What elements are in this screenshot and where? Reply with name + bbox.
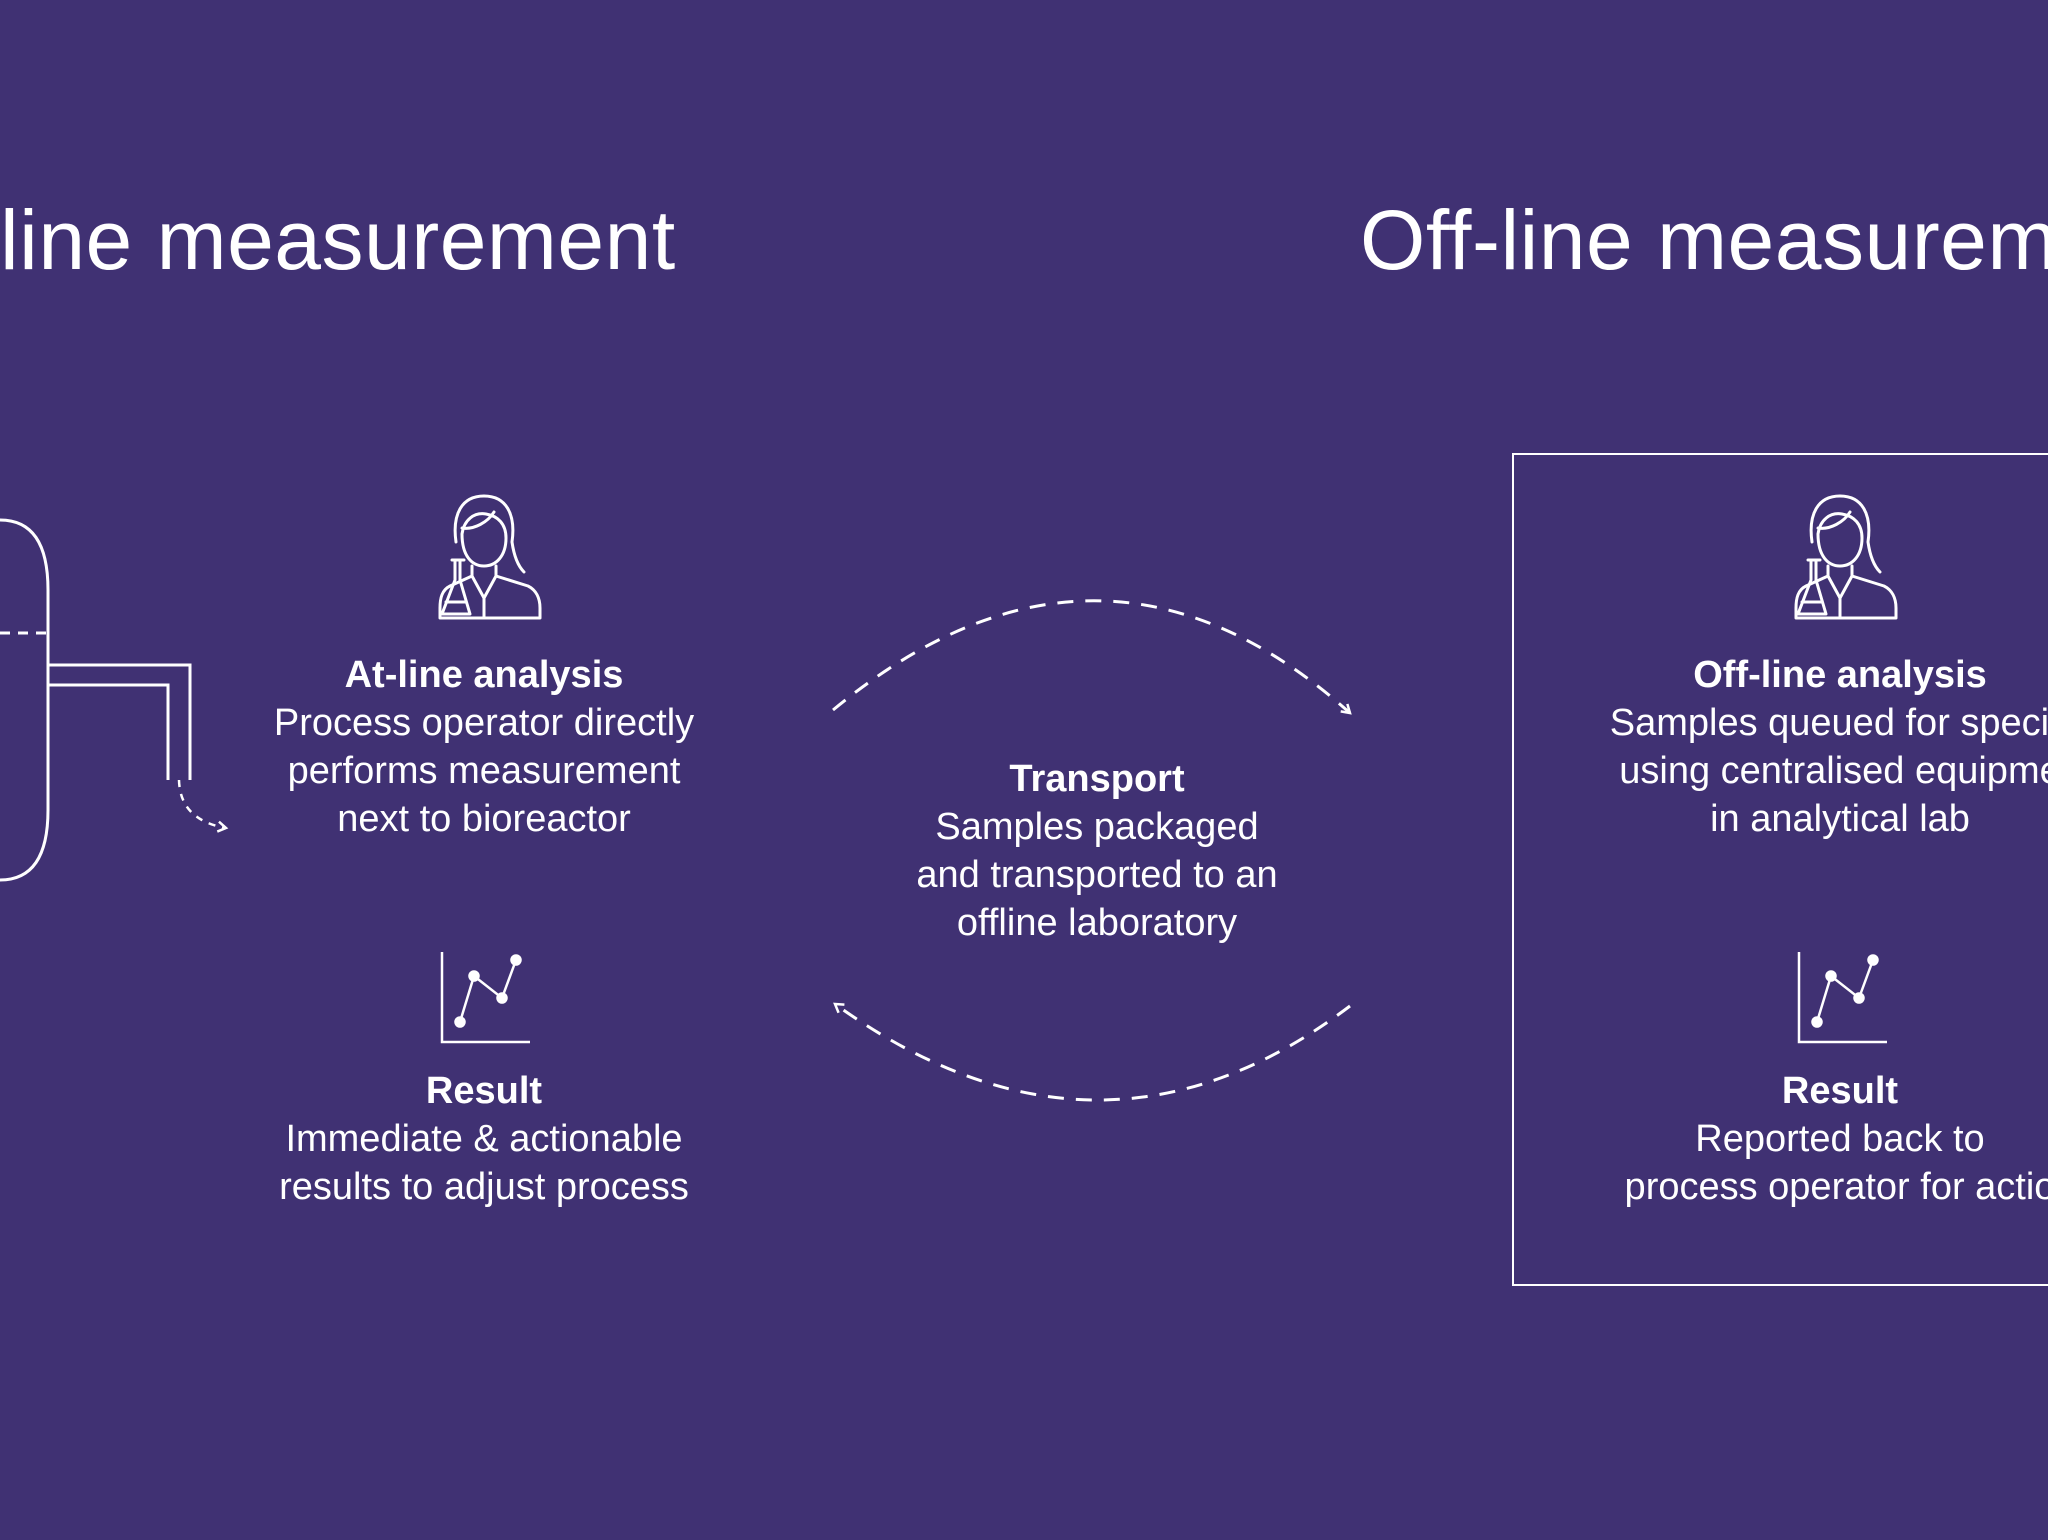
transport-line: and transported to an [916, 854, 1278, 896]
off-line-result-line: process operator for actio [1624, 1166, 2048, 1208]
at-line-result-line: results to adjust process [279, 1166, 689, 1208]
off-line-heading: Off-line measurem [1360, 193, 2048, 287]
off-line-result-line: Reported back to [1695, 1118, 1985, 1160]
line-chart-icon [440, 952, 530, 1044]
at-line-result-line: Immediate & actionable [285, 1118, 683, 1160]
bioreactor-vessel-outline [0, 518, 50, 882]
transport-block: Transport Samples packaged and transport… [916, 755, 1277, 947]
sample-flow-arrow [177, 779, 229, 833]
transport-line: Samples packaged [935, 806, 1259, 848]
bioreactor-sample-pipe-inner [48, 683, 170, 780]
bioreactor-icon [0, 518, 229, 882]
at-line-heading: line measurement [0, 193, 676, 287]
off-line-analysis-line: Samples queued for specia [1609, 702, 2048, 744]
at-line-analysis-title: At-line analysis [344, 654, 624, 696]
at-line-result-block: Result Immediate & actionable results to… [279, 1067, 689, 1211]
off-line-panel [1512, 453, 2048, 1286]
off-line-result-title: Result [1781, 1070, 1899, 1112]
scientist-with-flask-icon [438, 494, 542, 620]
transport-title: Transport [1009, 758, 1185, 800]
line-chart-icon [1797, 952, 1887, 1044]
transport-arrow-bottom [833, 1002, 1351, 1102]
transport-line: offline laboratory [956, 902, 1238, 944]
off-line-analysis-line: using centralised equipme [1619, 750, 2048, 792]
scientist-with-flask-icon [1794, 494, 1898, 620]
at-line-analysis-line: next to bioreactor [337, 798, 631, 840]
at-line-result-title: Result [425, 1070, 543, 1112]
at-line-analysis-line: performs measurement [287, 750, 681, 792]
off-line-analysis-line: in analytical lab [1710, 798, 1970, 840]
off-line-result-block: Result Reported back to process operator… [1625, 1067, 2048, 1211]
at-line-analysis-line: Process operator directly [273, 702, 695, 744]
off-line-analysis-title: Off-line analysis [1693, 654, 1987, 696]
off-line-analysis-block: Off-line analysis Samples queued for spe… [1610, 651, 2048, 843]
transport-arrow-top [832, 599, 1352, 715]
bioreactor-sample-pipe-outer [48, 663, 192, 780]
at-line-analysis-block: At-line analysis Process operator direct… [274, 651, 694, 843]
